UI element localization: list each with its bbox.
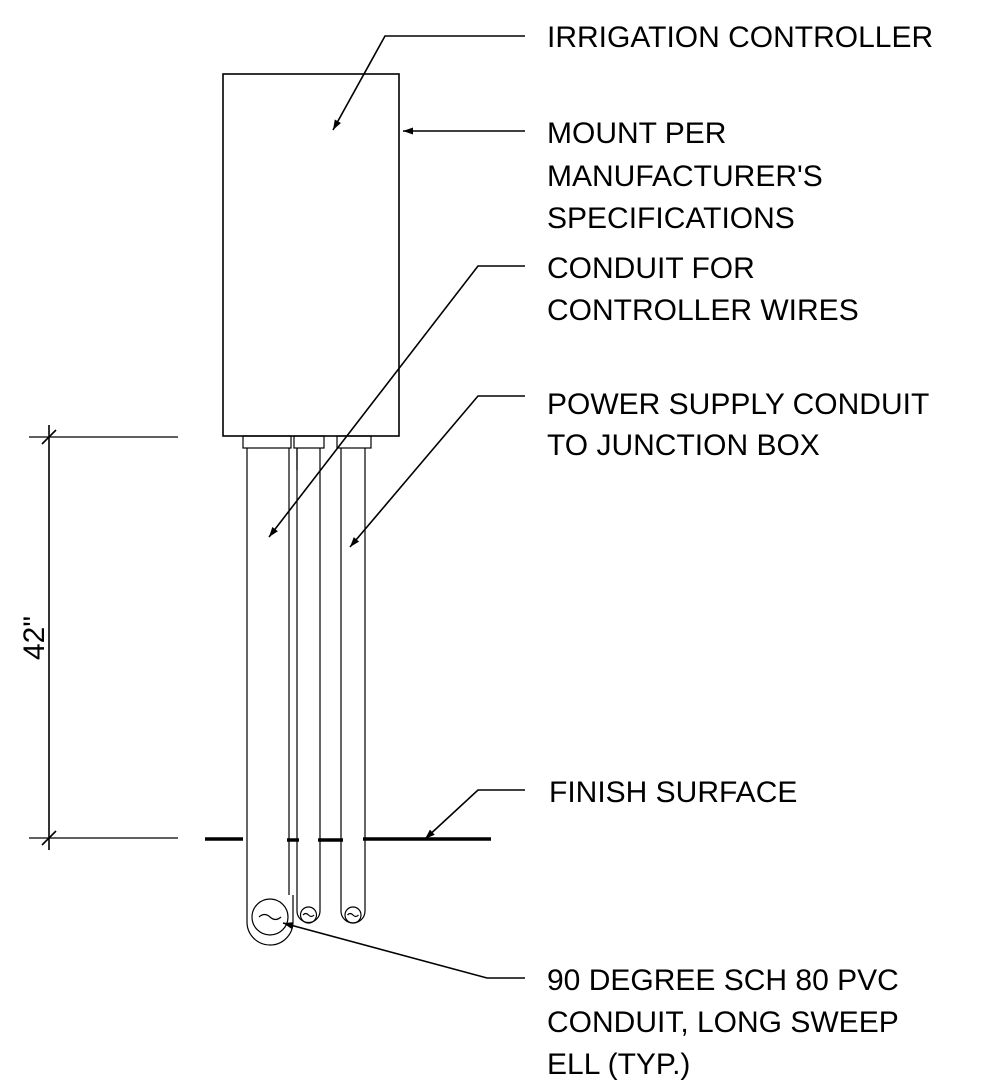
leader-finish-surface [424,789,525,840]
label-mount-3: SPECIFICATIONS [547,202,795,235]
label-mount-2: MANUFACTURER'S [547,160,823,193]
label-conduit-controller-2: CONTROLLER WIRES [547,294,859,327]
label-power-supply-1: POWER SUPPLY CONDUIT [547,388,929,421]
label-irrigation-controller: IRRIGATION CONTROLLER [547,21,933,54]
controller-cabinet [222,73,400,437]
label-sweep-ell-3: ELL (TYP.) [547,1048,690,1081]
label-mount-1: MOUNT PER [547,117,726,150]
label-finish-surface: FINISH SURFACE [549,776,797,809]
conduit-power-supply [340,448,366,924]
sweep-ell-small-1 [299,906,318,924]
sweep-ell-small-2 [344,906,362,924]
conduit-controller-wires [296,448,321,924]
leader-conduit-controller [268,265,525,538]
dimension-label: 42" [18,616,51,660]
leader-power-supply [349,395,525,548]
leader-sweep-ell [282,922,525,979]
label-conduit-controller-1: CONDUIT FOR [547,252,755,285]
conduit-adapter-1 [242,435,292,449]
conduit-adapter-3 [336,435,372,449]
sweep-ell-large [251,898,289,936]
label-sweep-ell-2: CONDUIT, LONG SWEEP [547,1006,899,1039]
leader-irrigation-controller [332,35,525,131]
conduit-large [246,448,294,946]
dimension-42 [29,425,178,850]
conduit-adapter-2 [293,435,325,449]
label-power-supply-2: TO JUNCTION BOX [547,429,820,462]
finish-surface-line [205,837,491,842]
label-sweep-ell-1: 90 DEGREE SCH 80 PVC [547,964,899,997]
